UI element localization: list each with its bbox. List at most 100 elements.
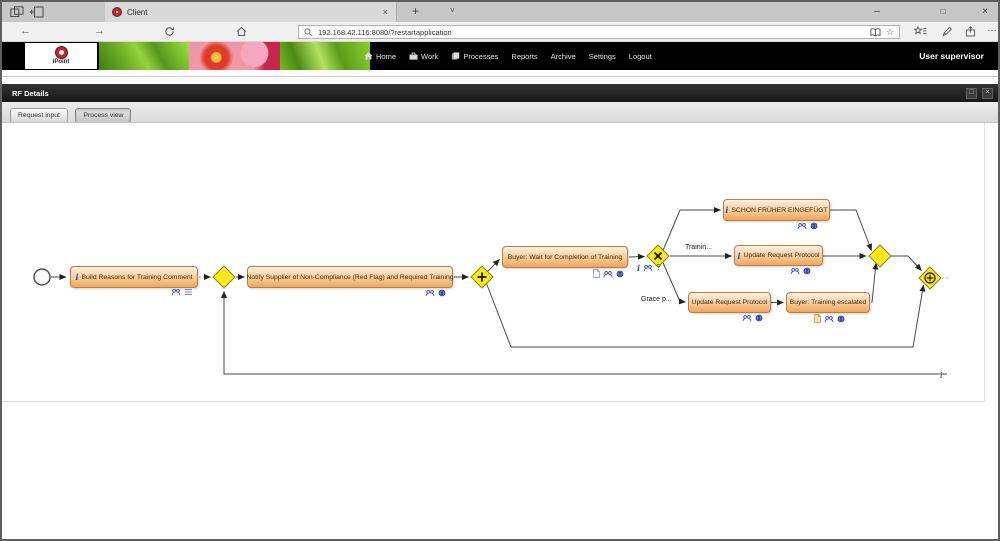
task-notify-supplier[interactable]: Notify Supplier of Non-Compliance (Red F… — [246, 266, 454, 288]
url-text: 192.168.42.116:8080/?restartapplication — [318, 27, 452, 37]
group-icon — [742, 315, 752, 322]
task-buyer-wait-training[interactable]: Buyer: Wait for Completion of Training — [502, 246, 628, 268]
nav-reports-label: Reports — [511, 51, 538, 61]
nav-logout-label: Logout — [628, 51, 652, 61]
gateway-status-icons: i ? — [637, 263, 661, 273]
list-icon — [185, 289, 192, 295]
url-field[interactable]: 192.168.42.116:8080/?restartapplication … — [298, 25, 900, 39]
task-label: Update Request Protocol — [743, 252, 820, 259]
rf-details-titlebar: RF Details □ × — [2, 84, 998, 102]
task-update-request-protocol-2[interactable]: Update Request Protocol — [688, 292, 771, 313]
process-view-canvas — [2, 122, 998, 539]
nav-work[interactable]: Work — [409, 52, 438, 61]
briefcase-icon — [409, 52, 418, 60]
home-button-icon[interactable] — [236, 26, 247, 37]
parallel-join-symbol — [924, 272, 936, 284]
favorites-hub-icon[interactable] — [914, 26, 927, 37]
flower-photo — [189, 42, 280, 70]
edge-label-grace: Grace p... — [641, 296, 672, 303]
task-label: Buyer: Wait for Completion of Training — [507, 253, 623, 261]
scrollbar-track — [984, 123, 985, 401]
leaf-photo — [280, 42, 370, 70]
info-icon: i — [637, 263, 641, 273]
info-icon: i — [725, 205, 729, 215]
tabs-preview-icon[interactable] — [10, 6, 24, 18]
globe-icon — [755, 314, 763, 322]
task-status-icons — [171, 288, 193, 296]
nav-home-label: Home — [376, 51, 397, 61]
document-icon — [593, 269, 600, 278]
site-favicon — [113, 8, 121, 16]
tab-title: Client — [127, 7, 148, 17]
forward-button[interactable]: → — [94, 25, 105, 37]
nav-reports[interactable]: Reports — [511, 52, 537, 61]
share-icon[interactable] — [965, 26, 976, 37]
task-label: SCHON FRÜHER EINGEFÜGT — [731, 206, 828, 214]
task-build-reasons[interactable]: i Build Reasons for Training Comment — [70, 266, 198, 288]
document-icon — [814, 314, 821, 323]
group-icon — [790, 268, 800, 275]
ipoint-logo-icon — [55, 47, 67, 58]
info-icon: i — [737, 250, 741, 261]
panel-close-button[interactable]: × — [982, 87, 993, 99]
set-tabs-aside-icon[interactable] — [30, 6, 44, 18]
reading-view-icon[interactable] — [870, 27, 881, 37]
nav-settings[interactable]: Settings — [589, 52, 616, 61]
loop-info-label: i — [940, 371, 943, 380]
globe-icon — [810, 222, 818, 230]
task-label: Notify Supplier of Non-Compliance (Red F… — [246, 273, 454, 281]
back-button[interactable]: ← — [20, 25, 31, 37]
nav-processes-label: Processes — [463, 51, 499, 61]
nav-home[interactable]: Home — [364, 52, 396, 61]
nav-logout[interactable]: Logout — [629, 52, 652, 61]
nav-work-label: Work — [421, 51, 439, 61]
start-event[interactable] — [33, 268, 51, 286]
task-status-icons — [797, 222, 818, 230]
panel-maximize-button[interactable]: □ — [966, 87, 977, 99]
browser-tab[interactable]: Client × — [105, 2, 397, 22]
task-status-icons — [425, 289, 446, 297]
group-icon — [603, 270, 613, 277]
condition-question-icon: ? — [656, 263, 661, 272]
window-minimize-button[interactable]: – — [874, 6, 880, 17]
task-status-icons — [814, 314, 845, 323]
group-icon — [797, 223, 807, 230]
ipoint-logo: iPoint — [25, 43, 97, 69]
tab-close-icon[interactable]: × — [382, 7, 388, 17]
globe-icon — [837, 315, 845, 322]
tab-list-chevron-icon[interactable]: ˅ — [450, 6, 455, 15]
task-schon-frueher-eingefuegt[interactable]: i SCHON FRÜHER EINGEFÜGT — [723, 199, 830, 221]
favorite-star-icon[interactable]: ☆ — [885, 27, 894, 37]
nav-processes[interactable]: Processes — [451, 52, 498, 61]
sequence-flows — [51, 207, 949, 375]
task-update-request-protocol-1[interactable]: i Update Request Protocol — [734, 245, 823, 266]
panel-tabs: Request input Process view — [2, 102, 998, 123]
task-label: Update Request Protocol — [691, 299, 768, 306]
search-icon — [304, 27, 313, 36]
window-close-button[interactable]: × — [982, 6, 988, 17]
task-status-icons — [593, 269, 624, 278]
processes-icon — [452, 52, 460, 60]
page-background-strip — [2, 70, 998, 84]
window-maximize-button[interactable]: □ — [940, 7, 946, 16]
task-buyer-training-escalated[interactable]: Buyer: Training escalated — [786, 292, 870, 313]
gateway-merge[interactable] — [868, 244, 892, 268]
task-label: Build Reasons for Training Comment — [81, 273, 193, 281]
more-options-icon[interactable]: … — [987, 23, 997, 34]
refresh-icon[interactable] — [164, 26, 175, 37]
new-tab-button[interactable]: + — [412, 4, 420, 18]
info-icon: i — [75, 272, 79, 282]
edge-label-training: Trainin... — [685, 244, 712, 251]
nav-settings-label: Settings — [588, 51, 616, 61]
gateway-exclusive-merge-loop[interactable] — [212, 265, 236, 289]
leaf-photo — [99, 42, 189, 70]
logged-in-user: User supervisor — [919, 51, 984, 61]
nav-archive[interactable]: Archive — [551, 52, 576, 61]
divider — [2, 76, 998, 77]
task-label: Buyer: Training escalated — [789, 299, 867, 306]
main-navigation: Home Work Processes Reports Archive Sett… — [364, 42, 652, 70]
panel-title: RF Details — [12, 88, 49, 98]
annotate-pen-icon[interactable] — [942, 26, 953, 37]
